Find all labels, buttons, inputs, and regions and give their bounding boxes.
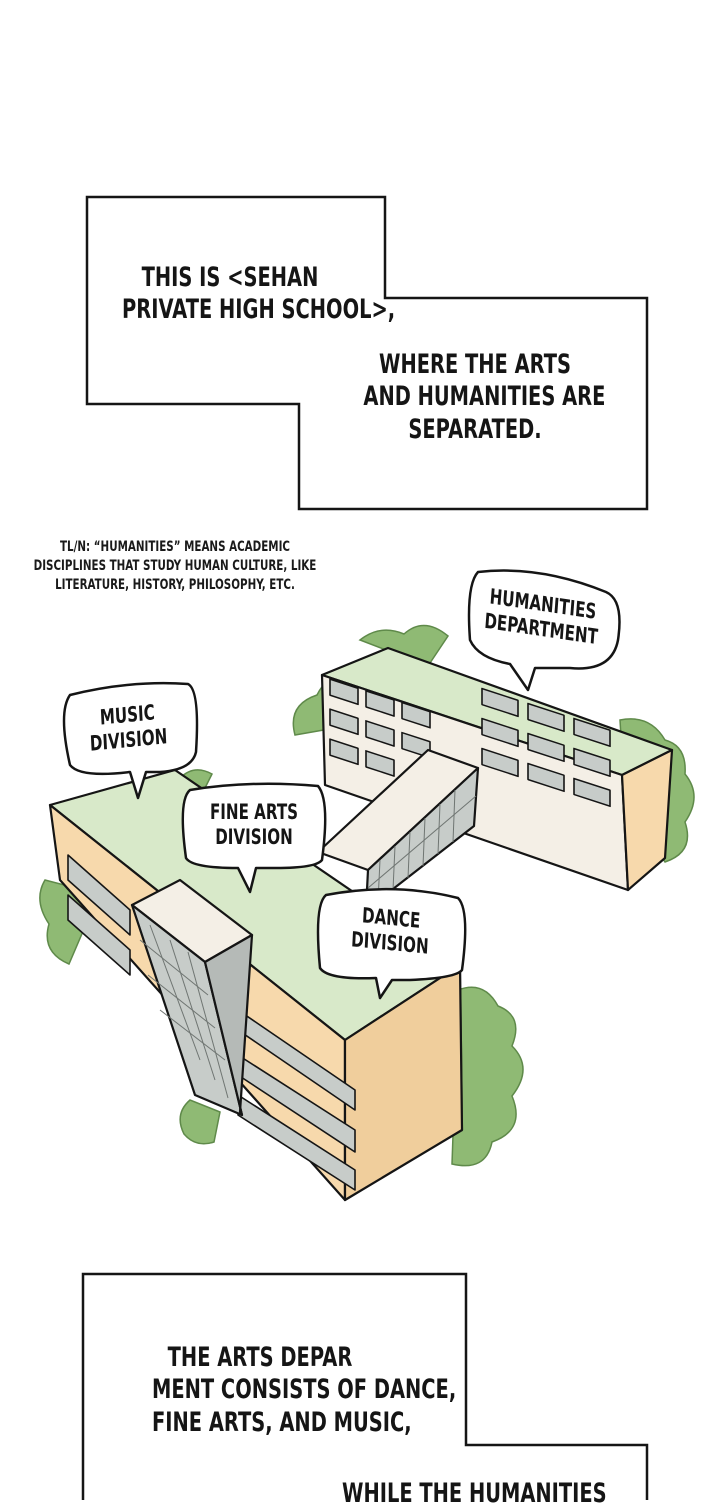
narration-line: WHILE THE HUMANITIES: [342, 1478, 607, 1509]
narration-box-1-frame: [85, 195, 649, 511]
dance-division-label: DANCE DIVISION: [337, 901, 444, 961]
label-line: DIVISION: [215, 825, 293, 850]
narration-line: THIS IS <SEHAN: [141, 262, 319, 293]
narration-line: THE ARTS DEPAR: [167, 1342, 353, 1373]
music-bubble-shape: [62, 681, 199, 800]
narration-box-2-text-a: THE ARTS DEPAR MENT CONSISTS OF DANCE, F…: [152, 1342, 457, 1439]
translator-note-line: LITERATURE, HISTORY, PHILOSOPHY, ETC.: [55, 576, 295, 593]
narration-box-1-text-a: THIS IS <SEHAN PRIVATE HIGH SCHOOL>,: [121, 262, 396, 327]
narration-box-2-frame: [81, 1272, 649, 1500]
narration-line: FINE ARTS, AND MUSIC,: [152, 1406, 412, 1438]
narration-line: SEPARATED.: [408, 413, 542, 445]
translator-note-line: TL/N: “HUMANITIES” MEANS ACADEMIC: [59, 539, 291, 555]
fine-arts-bubble-shape: [181, 782, 327, 894]
fine-arts-division-label: FINE ARTS DIVISION: [204, 800, 305, 850]
translator-note: TL/N: “HUMANITIES” MEANS ACADEMIC DISCIP…: [32, 538, 319, 595]
bridge-illustration: [316, 748, 480, 912]
label-line: FINE ARTS: [209, 800, 299, 824]
humanities-bubble-shape: [467, 569, 621, 692]
narration-line: MENT CONSISTS OF DANCE,: [152, 1374, 457, 1406]
music-division-label: MUSIC DIVISION: [79, 698, 176, 757]
narration-box-2-text-b: WHILE THE HUMANITIES: [342, 1478, 607, 1510]
narration-box-1-text-b: WHERE THE ARTS AND HUMANITIES ARE SEPARA…: [363, 349, 606, 446]
narration-line: WHERE THE ARTS: [379, 349, 571, 380]
narration-line: AND HUMANITIES ARE: [363, 381, 606, 413]
narration-line: PRIVATE HIGH SCHOOL>,: [121, 294, 396, 326]
translator-note-line: DISCIPLINES THAT STUDY HUMAN CULTURE, LI…: [33, 557, 317, 574]
dance-bubble-shape: [316, 887, 467, 1000]
